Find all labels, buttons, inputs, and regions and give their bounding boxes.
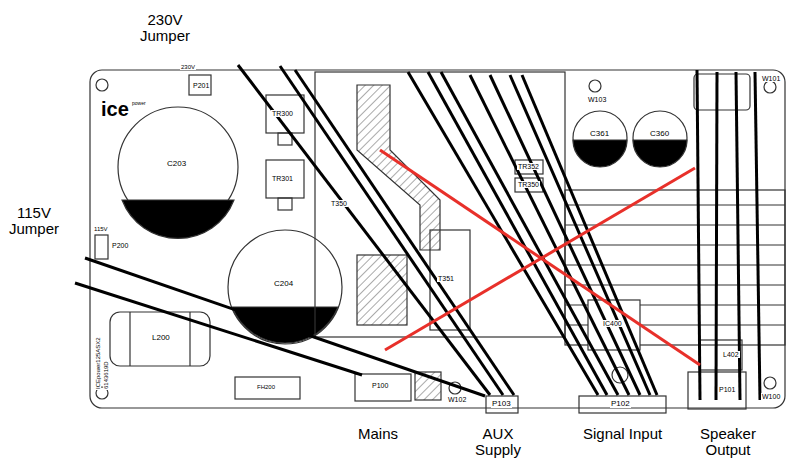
part-label: IC400 xyxy=(602,320,623,327)
part-label: C204 xyxy=(273,280,294,288)
part-label: 115V xyxy=(93,226,109,232)
part-label: C203 xyxy=(166,160,187,168)
part-label: P103 xyxy=(491,400,512,408)
part-label: 230V xyxy=(180,64,196,70)
part-label: TR350 xyxy=(517,181,540,188)
part-label: C361 xyxy=(589,130,610,138)
part-label: power xyxy=(131,101,147,106)
callout-label: Speaker Output xyxy=(683,426,773,458)
part-label: P101 xyxy=(718,386,736,393)
part-label: T350 xyxy=(330,200,348,207)
part-label: ICEpower125ASX2 xyxy=(95,336,101,390)
part-label: TR352 xyxy=(517,163,540,170)
part-label: L402 xyxy=(722,351,740,358)
part-label: C360 xyxy=(649,130,670,138)
callout-label: 230V Jumper xyxy=(125,12,205,44)
part-label: W102 xyxy=(447,396,467,403)
callout-label: Mains xyxy=(358,426,398,442)
part-label: P200 xyxy=(111,242,129,249)
part-label: ice xyxy=(100,99,130,120)
callout-label: 115V Jumper xyxy=(2,205,66,237)
part-label: L200 xyxy=(151,334,171,342)
callout-label: Signal Input xyxy=(583,426,662,442)
part-label: 6143619D xyxy=(103,360,109,390)
part-label: T351 xyxy=(437,275,455,282)
part-label: P102 xyxy=(610,400,631,408)
part-label: TR301 xyxy=(271,175,294,182)
part-label: W101 xyxy=(761,75,781,82)
part-label: P100 xyxy=(371,382,389,389)
part-label: FH200 xyxy=(256,384,276,390)
part-label: P201 xyxy=(192,82,210,89)
part-label: W103 xyxy=(587,96,607,103)
part-label: W100 xyxy=(761,393,781,400)
callout-label: AUX Supply xyxy=(462,426,534,458)
part-label: TR300 xyxy=(271,110,294,117)
